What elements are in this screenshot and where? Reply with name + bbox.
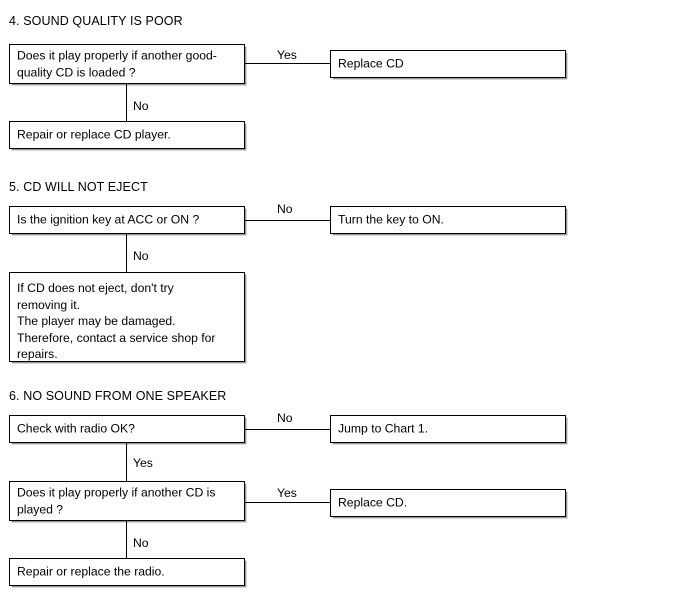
edge-label-6a-no: No [277, 411, 293, 425]
action-box-repair-radio-text: Repair or replace the radio. [17, 564, 165, 579]
action-box-replace-cd-4-text: Replace CD [338, 56, 404, 71]
action-box-eject-warning: If CD does not eject, don't try removing… [9, 272, 245, 362]
action-box-repair-radio: Repair or replace the radio. [9, 558, 245, 586]
edge-label-6b-yes: Yes [277, 486, 297, 500]
action-box-replace-cd-6: Replace CD. [330, 489, 566, 517]
connector-6a-right [245, 429, 331, 431]
decision-box-ignition-key-text: Is the ignition key at ACC or ON ? [17, 212, 200, 227]
connector-4-down [126, 84, 128, 122]
decision-box-sound-quality: Does it play properly if another good-qu… [9, 44, 245, 84]
connector-5-down [126, 234, 128, 272]
decision-box-sound-quality-text: Does it play properly if another good-qu… [17, 48, 217, 79]
action-box-turn-key-on: Turn the key to ON. [330, 206, 566, 234]
action-box-turn-key-on-text: Turn the key to ON. [338, 212, 444, 227]
edge-label-6b-no: No [133, 536, 149, 550]
action-box-replace-cd-4: Replace CD [330, 50, 566, 78]
connector-4-right [245, 63, 331, 65]
edge-label-6a-yes: Yes [133, 456, 153, 470]
connector-5-right [245, 220, 331, 222]
decision-box-another-cd: Does it play properly if another CD is p… [9, 481, 245, 521]
edge-label-5-no-down: No [133, 249, 149, 263]
action-box-repair-cd-player: Repair or replace CD player. [9, 121, 245, 149]
section-heading-5: 5. CD WILL NOT EJECT [9, 180, 148, 194]
decision-box-another-cd-text: Does it play properly if another CD is p… [17, 485, 216, 516]
decision-box-ignition-key: Is the ignition key at ACC or ON ? [9, 206, 245, 234]
connector-6a-down [126, 443, 128, 481]
action-box-eject-warning-text: If CD does not eject, don't try removing… [17, 281, 216, 362]
decision-box-check-radio-text: Check with radio OK? [17, 421, 135, 436]
edge-label-5-no: No [277, 202, 293, 216]
action-box-jump-to-chart-1-text: Jump to Chart 1. [338, 421, 429, 436]
edge-label-4-no: No [133, 99, 149, 113]
connector-6b-down [126, 521, 128, 559]
action-box-jump-to-chart-1: Jump to Chart 1. [330, 415, 566, 443]
action-box-repair-cd-player-text: Repair or replace CD player. [17, 127, 171, 142]
action-box-replace-cd-6-text: Replace CD. [338, 495, 408, 510]
section-heading-4: 4. SOUND QUALITY IS POOR [9, 14, 183, 28]
edge-label-4-yes: Yes [277, 48, 297, 62]
decision-box-check-radio: Check with radio OK? [9, 415, 245, 443]
section-heading-6: 6. NO SOUND FROM ONE SPEAKER [9, 389, 227, 403]
connector-6b-right [245, 502, 331, 504]
